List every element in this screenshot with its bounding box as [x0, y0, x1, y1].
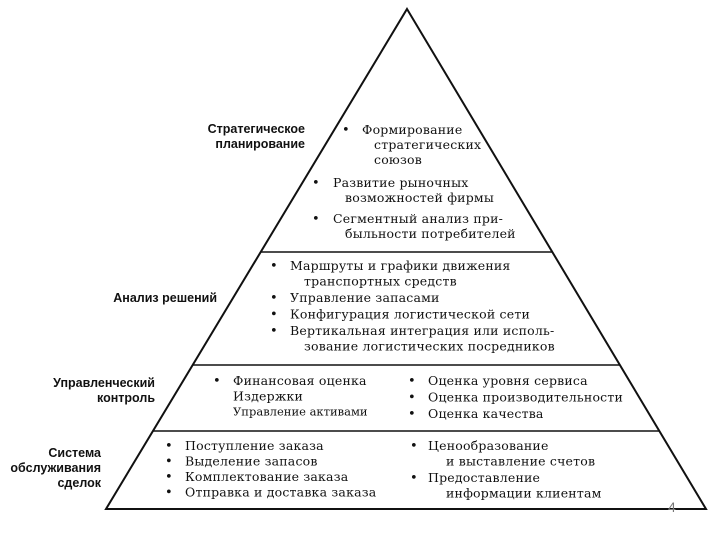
list-item: союзов: [374, 152, 422, 167]
bullet-icon: •: [270, 308, 278, 323]
level-label: Анализ решений: [113, 291, 217, 305]
list-item: Предоставление: [428, 470, 540, 485]
list-item: Поступление заказа: [185, 438, 324, 453]
sub-item: Управление активами: [233, 405, 368, 419]
bullet-icon: •: [408, 407, 416, 422]
list-item: зование логистических посредников: [304, 339, 555, 354]
level-label: контроль: [97, 391, 155, 405]
level-label: обслуживания: [10, 461, 101, 475]
list-item: Конфигурация логистической сети: [290, 307, 530, 322]
list-item: Комплектование заказа: [185, 469, 349, 484]
bullet-icon: •: [312, 176, 320, 191]
bullet-icon: •: [410, 471, 418, 486]
list-item: Маршруты и графики движения: [290, 258, 511, 273]
list-item: стратегических: [374, 137, 481, 152]
list-item: информации клиентам: [446, 486, 602, 501]
list-item: Выделение запасов: [185, 454, 318, 469]
bullet-icon: •: [165, 470, 173, 485]
list-item: Развитие рыночных: [333, 175, 468, 190]
sub-item: Издержки: [233, 389, 303, 404]
bullet-icon: •: [165, 439, 173, 454]
bullet-icon: •: [165, 486, 173, 501]
level-label: Система: [48, 446, 102, 460]
list-item: Формирование: [362, 122, 462, 137]
bullet-icon: •: [408, 374, 416, 389]
list-item: Оценка производительности: [428, 390, 623, 405]
level-label: планирование: [215, 137, 305, 151]
list-item: и выставление счетов: [446, 454, 595, 469]
bullet-icon: •: [270, 259, 278, 274]
list-item: Отправка и доставка заказа: [185, 485, 377, 500]
list-item: Управление запасами: [290, 290, 440, 305]
list-item: быльности потребителей: [345, 226, 516, 241]
level-label: Управленческий: [53, 376, 155, 390]
bullet-icon: •: [270, 324, 278, 339]
bullet-icon: •: [408, 391, 416, 406]
bullet-icon: •: [270, 291, 278, 306]
bullet-icon: •: [312, 212, 320, 227]
list-item: Сегментный анализ при-: [333, 211, 503, 226]
list-item: Вертикальная интеграция или исполь-: [290, 323, 554, 338]
bullet-icon: •: [165, 455, 173, 470]
list-item: Финансовая оценка: [233, 373, 367, 388]
level-label: Стратегическое: [208, 122, 305, 136]
list-item: Оценка уровня сервиса: [428, 373, 588, 388]
level-label: сделок: [57, 476, 101, 490]
bullet-icon: •: [213, 374, 221, 389]
bullet-icon: •: [410, 439, 418, 454]
pyramid-outline: [104, 7, 708, 510]
page-number: 4: [668, 499, 676, 515]
list-item: возможностей фирмы: [345, 190, 494, 205]
pyramid-shape: [104, 7, 708, 510]
list-item: Ценообразование: [428, 438, 549, 453]
list-item: Оценка качества: [428, 406, 544, 421]
list-item: транспортных средств: [304, 274, 457, 289]
bullet-icon: •: [342, 123, 350, 138]
